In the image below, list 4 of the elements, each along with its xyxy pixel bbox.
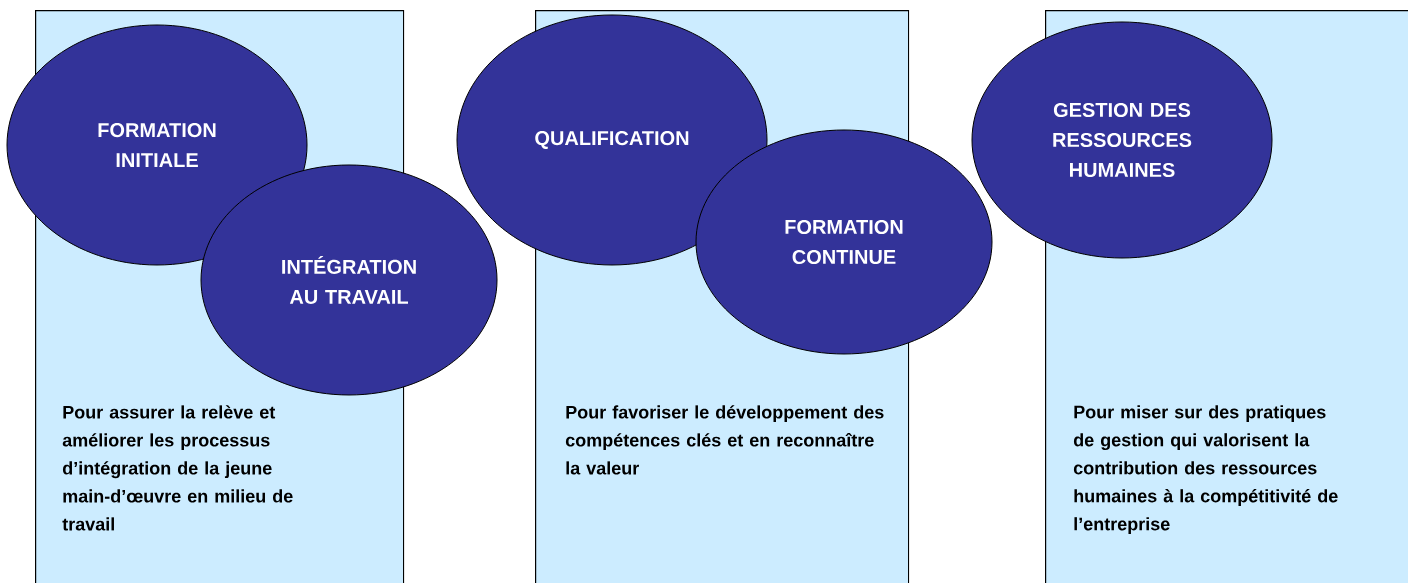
oval: QUALIFICATION [456,14,768,266]
oval: INTÉGRATION AU TRAVAIL [200,164,498,396]
oval: FORMATION CONTINUE [695,129,993,355]
oval: GESTION DES RESSOURCES HUMAINES [971,21,1273,259]
